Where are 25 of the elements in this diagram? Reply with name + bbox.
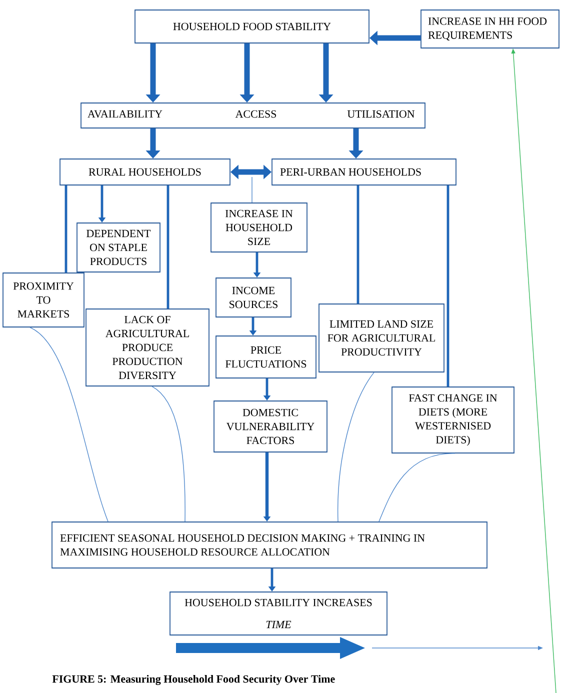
text-box: PROXIMITY TO MARKETS (2, 272, 84, 328)
text-box: DOMESTIC VULNERABILITY FACTORS (214, 400, 328, 452)
curved-line (152, 386, 186, 522)
text-box: DEPENDENT ON STAPLE PRODUCTS (76, 222, 160, 272)
text-box: EFFICIENT SEASONAL HOUSEHOLD DECISION MAKING + TRAINING IN MAXIMISING HOUSEHOLD RESOURCE ALLOCATION (52, 522, 488, 568)
connector-line (64, 185, 68, 273)
connector-line (446, 185, 450, 387)
text-box: INCREASE IN HOUSEHOLD SIZE (210, 202, 308, 252)
text-box: INCOME SOURCES (216, 278, 292, 318)
text-box: INCREASE IN HH FOOD REQUIREMENTS (420, 10, 560, 48)
figure-caption: FIGURE 5: Measuring Household Food Security Over Time (52, 675, 335, 686)
connector-line (356, 185, 360, 304)
text-box: FAST CHANGE IN DIETS (MORE WESTERNISED DIETS) (392, 386, 514, 454)
curved-line (378, 453, 456, 522)
text-box: HOUSEHOLD STABILITY INCREASES TIME (170, 592, 388, 636)
curved-line (30, 327, 108, 522)
text-box: LIMITED LAND SIZE FOR AGRICULTURAL PRODUCTIVITY (318, 304, 444, 372)
text-box: PERI-URBAN HOUSEHOLDS (272, 158, 456, 186)
text-box: RURAL HOUSEHOLDS (60, 158, 230, 186)
connector-line (166, 185, 170, 309)
curved-line (338, 372, 374, 522)
category-box: AVAILABILITY ACCESS UTILISATION (80, 102, 426, 128)
text-box: PRICE FLUCTUATIONS (216, 336, 316, 378)
text-box: LACK OF AGRICULTURAL PRODUCE PRODUCTION DIVERSITY (86, 308, 210, 386)
heading-box: HOUSEHOLD FOOD STABILITY (134, 10, 370, 44)
